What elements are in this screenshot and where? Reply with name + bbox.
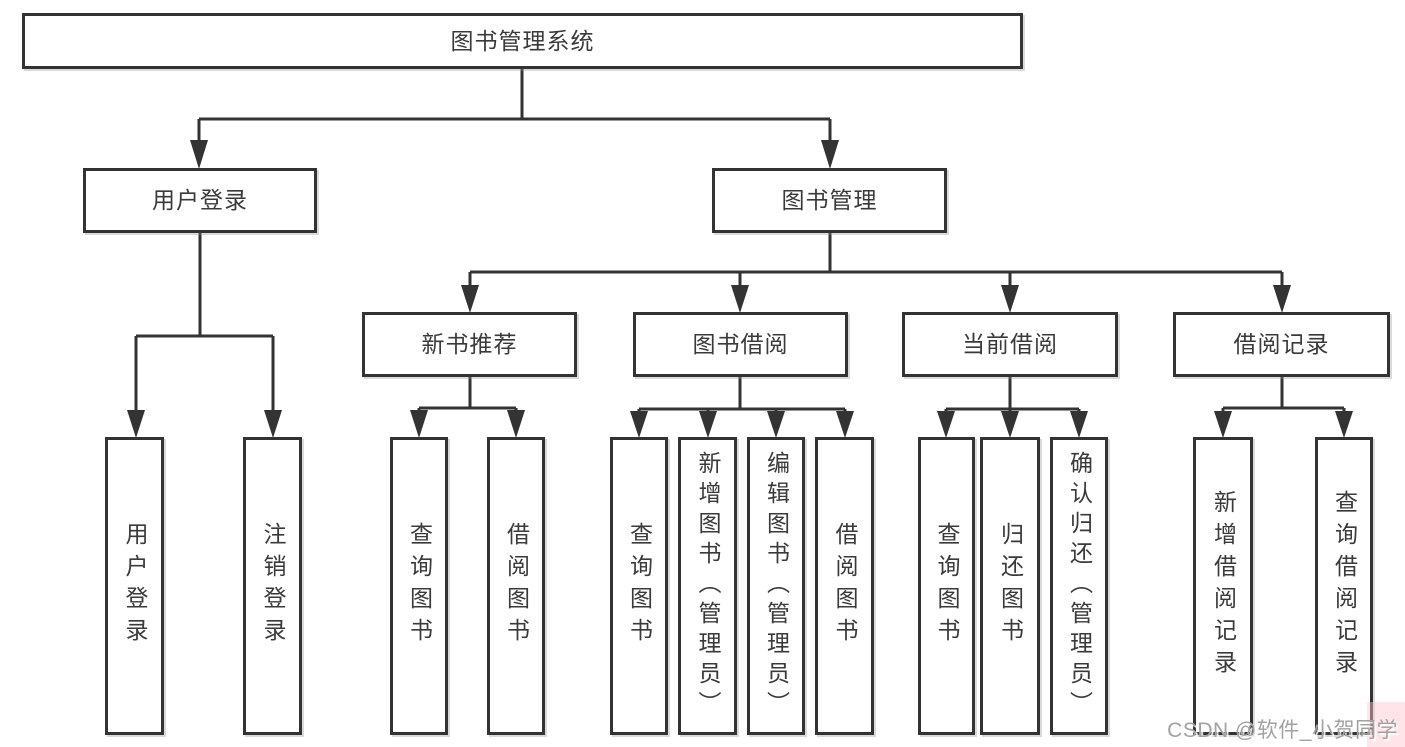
node-label: 借阅图书: [832, 522, 858, 650]
arrowhead-icon: [190, 140, 208, 169]
connector-user-login-to-children: [134, 233, 275, 412]
node-book-borrowing: 图书借阅: [633, 312, 848, 377]
arrowhead-icon: [1001, 411, 1019, 438]
node-label: 编辑图书（管理员）: [763, 451, 790, 721]
connector-current-borrow-to-children: [944, 377, 1081, 412]
node-label: 借阅记录: [1233, 331, 1330, 357]
node-leaf-logout: 注销登录: [243, 437, 302, 735]
arrowhead-icon: [630, 411, 648, 438]
arrowhead-icon: [699, 411, 717, 438]
node-label: 确认归还（管理员）: [1066, 451, 1093, 721]
arrowhead-icon: [1335, 411, 1353, 438]
node-current-borrowing: 当前借阅: [902, 312, 1118, 377]
node-leaf-borrow-books-1: 借阅图书: [487, 437, 545, 735]
node-label: 查询借阅记录: [1331, 490, 1358, 682]
arrowhead-icon: [1070, 411, 1088, 438]
arrowhead-icon: [127, 410, 145, 438]
arrowhead-icon: [461, 285, 479, 313]
node-label: 注销登录: [260, 522, 286, 650]
arrowhead-icon: [1001, 285, 1019, 313]
node-label: 图书借阅: [692, 331, 789, 357]
node-leaf-return-books: 归还图书: [980, 437, 1040, 735]
node-leaf-borrow-books-2: 借阅图书: [815, 437, 874, 735]
arrowhead-icon: [264, 410, 282, 438]
node-user-login: 用户登录: [83, 168, 317, 233]
node-label: 借阅图书: [503, 522, 530, 650]
node-label: 查询图书: [626, 522, 653, 650]
arrowhead-icon: [821, 140, 839, 169]
node-leaf-query-books-3: 查询图书: [918, 437, 975, 735]
arrowhead-icon: [1273, 285, 1291, 313]
node-leaf-add-books-admin: 新增图书（管理员）: [678, 437, 737, 735]
node-label: 用户登录: [152, 187, 248, 213]
node-book-management: 图书管理: [712, 168, 947, 233]
connector-book-borrow-to-children: [637, 377, 847, 412]
node-library-management-system: 图书管理系统: [22, 13, 1023, 69]
node-label: 图书管理: [781, 187, 878, 213]
arrowhead-icon: [410, 410, 428, 438]
arrowhead-icon: [836, 411, 854, 438]
node-label: 归还图书: [997, 522, 1024, 650]
node-leaf-query-books-2: 查询图书: [610, 437, 668, 735]
arrowhead-icon: [507, 410, 525, 438]
node-label: 查询图书: [934, 522, 960, 650]
arrowhead-icon: [937, 411, 955, 438]
node-leaf-query-borrow-record: 查询借阅记录: [1315, 437, 1373, 735]
node-label: 当前借阅: [962, 331, 1058, 357]
node-leaf-confirm-return-admin: 确认归还（管理员）: [1050, 437, 1108, 735]
node-borrowing-records: 借阅记录: [1173, 312, 1390, 377]
node-leaf-edit-books-admin: 编辑图书（管理员）: [747, 437, 805, 735]
connector-book-mgmt-to-level3: [468, 233, 1284, 287]
node-label: 图书管理系统: [450, 27, 595, 54]
connector-new-book-to-children: [417, 377, 518, 412]
node-label: 新增借阅记录: [1210, 490, 1237, 682]
node-label: 新增图书（管理员）: [695, 451, 721, 721]
connector-root-to-level2: [197, 68, 832, 142]
node-leaf-add-borrow-record: 新增借阅记录: [1193, 437, 1253, 735]
arrowhead-icon: [1214, 411, 1232, 438]
arrowhead-icon: [731, 285, 749, 313]
connector-borrow-record-to-children: [1221, 377, 1346, 412]
node-label: 新书推荐: [421, 331, 518, 357]
node-leaf-user-login: 用户登录: [105, 437, 164, 735]
node-new-book-recommend: 新书推荐: [362, 312, 577, 377]
node-label: 查询图书: [406, 522, 433, 650]
arrowhead-icon: [767, 411, 785, 438]
node-leaf-query-books-1: 查询图书: [390, 437, 448, 735]
csdn-watermark: CSDN @软件_小贺同学: [1167, 719, 1398, 742]
node-label: 用户登录: [122, 522, 148, 650]
